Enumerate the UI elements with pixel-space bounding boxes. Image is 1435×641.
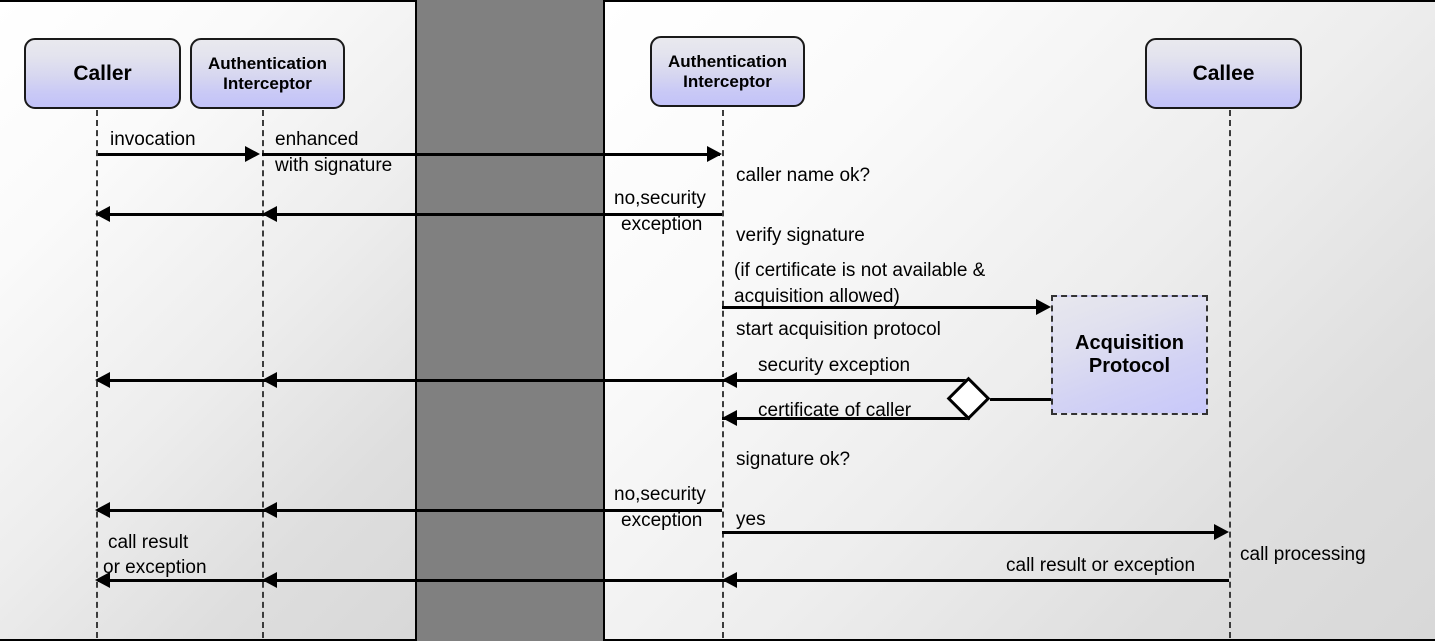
- lifeline-box-callee-label: Callee: [1192, 61, 1255, 85]
- label-enhanced-line2: with signature: [275, 155, 393, 176]
- label-no-security-2-line1: no,security: [614, 484, 706, 505]
- acquisition-protocol-box[interactable]: Acquisition Protocol: [1051, 295, 1208, 415]
- message-security-exception-arrowhead-interceptor-right: [722, 372, 737, 388]
- message-security-exception-arrowhead-interceptor-left: [262, 372, 277, 388]
- label-no-security-1-line1: no,security: [614, 188, 706, 209]
- lifeline-box-caller-label: Caller: [73, 61, 132, 85]
- label-certificate-of-caller: certificate of caller: [758, 400, 912, 421]
- label-signature-ok: signature ok?: [736, 449, 851, 470]
- lifeline-box-auth-interceptor-right[interactable]: Authentication Interceptor: [650, 36, 805, 107]
- message-invocation-line: [98, 153, 248, 156]
- lifeline-box-auth-interceptor-left-label: Authentication Interceptor: [208, 54, 327, 93]
- label-enhanced-line1: enhanced: [275, 129, 359, 150]
- message-enhanced-arrowhead: [707, 146, 722, 162]
- label-condition-line2: acquisition allowed): [734, 286, 900, 307]
- label-call-result-line2: or exception: [103, 557, 207, 578]
- message-no-security-2-arrowhead-caller: [95, 502, 110, 518]
- message-enhanced-line: [262, 153, 720, 156]
- message-no-security-1-arrowhead-caller: [95, 206, 110, 222]
- lifeline-box-auth-interceptor-left[interactable]: Authentication Interceptor: [190, 38, 345, 109]
- message-invocation-arrowhead: [245, 146, 260, 162]
- label-security-exception: security exception: [758, 355, 911, 376]
- message-no-security-1-line: [98, 213, 722, 216]
- message-security-exception-arrowhead-caller: [95, 372, 110, 388]
- label-caller-name-ok: caller name ok?: [736, 165, 871, 186]
- lifeline-box-caller[interactable]: Caller: [24, 38, 181, 109]
- label-call-result-or-exception: call result or exception: [1006, 555, 1196, 576]
- message-start-acquisition-line: [722, 306, 1037, 309]
- label-call-processing: call processing: [1240, 544, 1366, 565]
- label-condition-line1: (if certificate is not available &: [734, 260, 986, 281]
- message-call-result-arrowhead-interceptor-right: [722, 572, 737, 588]
- label-yes: yes: [736, 509, 766, 530]
- message-start-acquisition-arrowhead: [1036, 299, 1051, 315]
- message-call-result-arrowhead-interceptor-left: [262, 572, 277, 588]
- lifeline-box-callee[interactable]: Callee: [1145, 38, 1302, 109]
- lifeline-callee: [1229, 110, 1231, 638]
- lifeline-box-auth-interceptor-right-label: Authentication Interceptor: [668, 52, 787, 91]
- label-start-acquisition: start acquisition protocol: [736, 319, 941, 340]
- acquisition-protocol-label: Acquisition Protocol: [1075, 332, 1184, 377]
- message-no-security-1-arrowhead-interceptor: [262, 206, 277, 222]
- junction-connector-line: [990, 398, 1052, 401]
- label-no-security-1-line2: exception: [621, 214, 703, 235]
- message-no-security-2-arrowhead-interceptor: [262, 502, 277, 518]
- message-yes-arrowhead: [1214, 524, 1229, 540]
- message-no-security-2-line: [98, 509, 722, 512]
- message-call-result-arrowhead-caller: [95, 572, 110, 588]
- label-invocation: invocation: [110, 129, 196, 150]
- message-certificate-of-caller-arrowhead: [722, 410, 737, 426]
- label-no-security-2-line2: exception: [621, 510, 703, 531]
- label-call-result-line1: call result: [108, 532, 189, 553]
- message-call-result-line: [98, 579, 1229, 582]
- message-certificate-of-caller-line: [722, 417, 970, 420]
- label-verify-signature: verify signature: [736, 225, 865, 246]
- message-yes-line: [722, 531, 1215, 534]
- message-security-exception-line: [98, 379, 970, 382]
